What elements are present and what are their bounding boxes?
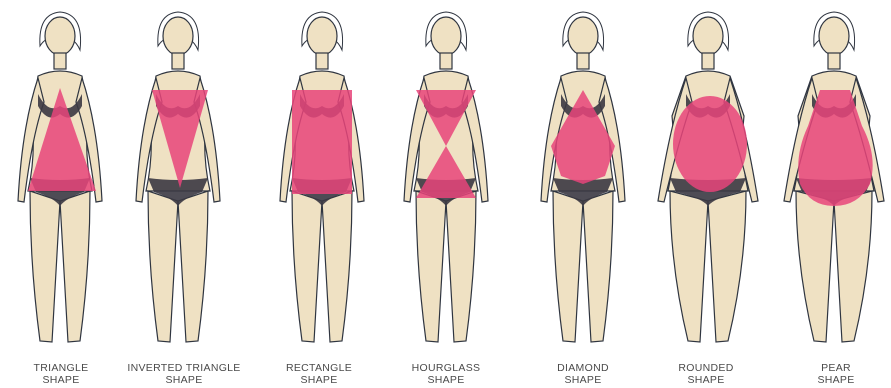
right-leg: [446, 191, 476, 342]
head: [163, 17, 193, 55]
right-leg: [708, 191, 746, 342]
figure-diamond: [523, 6, 643, 358]
head: [307, 17, 337, 55]
caption-hourglass: HOURGLASS SHAPE: [376, 362, 516, 386]
figure-rounded: [648, 6, 768, 358]
right-leg: [583, 191, 613, 342]
figure-hourglass: [386, 6, 506, 358]
neck: [316, 53, 328, 69]
caption-rounded: ROUNDED SHAPE: [636, 362, 776, 386]
neck: [54, 53, 66, 69]
figure-rectangle: [262, 6, 382, 358]
caption-diamond: DIAMOND SHAPE: [513, 362, 653, 386]
figure-triangle: [0, 6, 120, 358]
neck: [702, 53, 714, 69]
left-leg: [553, 191, 583, 342]
right-leg: [834, 191, 872, 342]
neck: [172, 53, 184, 69]
head: [568, 17, 598, 55]
caption-pear: PEAR SHAPE: [766, 362, 891, 386]
left-leg: [30, 191, 60, 342]
left-leg: [416, 191, 446, 342]
figure-pear: [774, 6, 891, 358]
left-leg: [292, 191, 322, 342]
right-leg: [60, 191, 90, 342]
rounded-shape-overlay: [673, 96, 747, 192]
head: [819, 17, 849, 55]
neck: [828, 53, 840, 69]
right-leg: [178, 191, 208, 342]
left-leg: [148, 191, 178, 342]
triangle-body-illustration: [0, 6, 120, 358]
caption-inverted-triangle: INVERTED TRIANGLE SHAPE: [114, 362, 254, 386]
left-leg: [796, 191, 834, 342]
neck: [577, 53, 589, 69]
head: [45, 17, 75, 55]
caption-rectangle: RECTANGLE SHAPE: [249, 362, 389, 386]
left-leg: [670, 191, 708, 342]
right-leg: [322, 191, 352, 342]
neck: [440, 53, 452, 69]
caption-triangle: TRIANGLE SHAPE: [0, 362, 131, 386]
rectangle-shape-overlay: [292, 90, 352, 194]
figure-inverted-triangle: [118, 6, 238, 358]
head: [693, 17, 723, 55]
head: [431, 17, 461, 55]
